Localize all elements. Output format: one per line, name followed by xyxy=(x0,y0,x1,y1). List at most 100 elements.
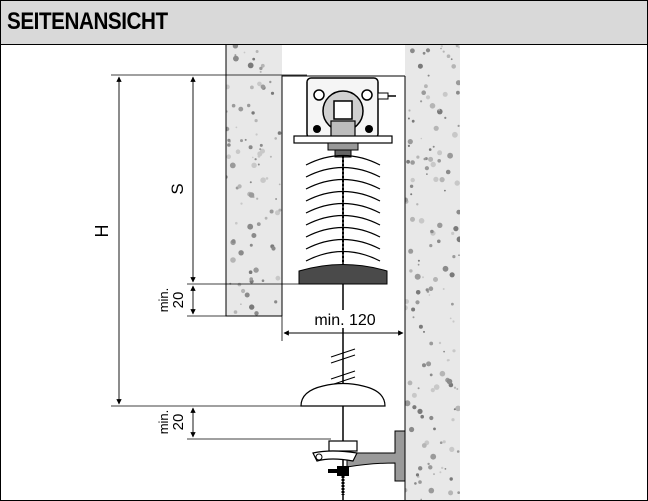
concrete-speckle xyxy=(425,95,431,100)
concrete-speckle xyxy=(417,387,420,390)
concrete-speckle xyxy=(414,273,421,280)
concrete-speckle xyxy=(449,317,452,320)
concrete-speckle xyxy=(432,145,435,148)
concrete-speckle xyxy=(420,414,425,419)
concrete-speckle xyxy=(433,277,438,282)
concrete-speckle xyxy=(424,166,429,171)
concrete-speckle xyxy=(427,74,430,77)
concrete-speckle xyxy=(422,363,426,368)
concrete-speckle xyxy=(249,181,252,184)
concrete-speckle xyxy=(410,193,413,196)
concrete-speckle xyxy=(414,482,417,485)
concrete-speckle xyxy=(257,81,262,87)
concrete-speckle xyxy=(426,361,432,367)
concrete-speckle xyxy=(457,124,460,127)
concrete-speckle xyxy=(251,162,257,168)
concrete-speckle xyxy=(418,480,422,484)
concrete-speckle xyxy=(433,176,439,182)
concrete-speckle xyxy=(409,426,415,433)
concrete-speckle xyxy=(252,156,254,159)
concrete-speckle xyxy=(457,46,460,49)
concrete-speckle xyxy=(407,144,410,147)
concrete-speckle xyxy=(451,64,457,69)
bottom-bar-extended xyxy=(300,382,386,407)
concrete-speckle xyxy=(428,286,434,292)
concrete-speckle xyxy=(425,48,431,53)
concrete-speckle xyxy=(439,370,446,377)
label-min-upper-value: 20 xyxy=(170,292,187,309)
concrete-speckle xyxy=(417,263,420,266)
concrete-speckle xyxy=(425,288,429,292)
concrete-speckle xyxy=(420,498,423,500)
concrete-speckle xyxy=(427,462,430,466)
concrete-speckle xyxy=(451,231,455,235)
concrete-speckle xyxy=(415,473,420,477)
concrete-speckle xyxy=(440,47,442,50)
concrete-speckle xyxy=(426,173,428,175)
concrete-speckle xyxy=(269,209,274,214)
concrete-speckle xyxy=(440,45,443,48)
concrete-speckle xyxy=(428,148,432,151)
concrete-speckle xyxy=(234,54,237,57)
concrete-speckle xyxy=(416,155,420,159)
concrete-speckle xyxy=(278,208,282,212)
concrete-speckle xyxy=(275,210,280,216)
concrete-speckle xyxy=(423,330,425,333)
concrete-speckle xyxy=(274,300,278,304)
concrete-speckle xyxy=(260,63,265,68)
concrete-speckle xyxy=(277,131,282,135)
concrete-speckle xyxy=(237,282,242,287)
concrete-speckle xyxy=(439,441,443,445)
concrete-speckle xyxy=(437,239,441,244)
concrete-wall-left xyxy=(225,45,282,317)
concrete-speckle xyxy=(264,216,268,220)
concrete-speckle xyxy=(420,137,423,140)
header-bar: SEITENANSICHT xyxy=(1,1,647,45)
concrete-speckle xyxy=(261,279,265,283)
concrete-speckle xyxy=(256,222,261,227)
concrete-speckle xyxy=(240,202,243,205)
concrete-wall-right xyxy=(404,45,460,500)
concrete-speckle xyxy=(421,443,427,448)
concrete-speckle xyxy=(275,198,278,200)
concrete-speckle xyxy=(260,148,265,154)
concrete-speckle xyxy=(408,248,414,254)
concrete-speckle xyxy=(451,418,455,422)
concrete-speckle xyxy=(232,45,239,49)
concrete-speckle xyxy=(455,405,460,412)
concrete-speckle xyxy=(229,162,236,169)
concrete-speckle xyxy=(270,91,275,95)
concrete-speckle xyxy=(249,243,253,247)
concrete-speckle xyxy=(429,244,433,248)
concrete-speckle xyxy=(408,109,411,112)
concrete-speckle xyxy=(438,109,440,111)
concrete-speckle xyxy=(430,229,434,234)
wall-bracket xyxy=(312,430,406,495)
concrete-speckle xyxy=(415,300,420,305)
concrete-speckle xyxy=(233,310,238,314)
concrete-speckle xyxy=(450,58,453,61)
concrete-speckle xyxy=(452,131,458,138)
concrete-speckle xyxy=(406,159,410,164)
concrete-speckle xyxy=(269,80,272,84)
concrete-speckle xyxy=(433,427,436,431)
concrete-speckle xyxy=(441,466,444,470)
concrete-speckle xyxy=(442,91,448,97)
concrete-speckle xyxy=(227,143,231,147)
concrete-speckle xyxy=(429,415,434,421)
concrete-speckle xyxy=(444,189,446,192)
concrete-speckle xyxy=(444,116,447,119)
concrete-speckle xyxy=(449,477,453,481)
concrete-speckle xyxy=(252,57,256,61)
concrete-speckle xyxy=(411,119,415,123)
concrete-speckle xyxy=(428,465,433,470)
concrete-speckle xyxy=(235,221,238,225)
concrete-speckle xyxy=(453,226,459,232)
motor-unit xyxy=(293,77,396,158)
concrete-speckle xyxy=(256,197,259,200)
concrete-speckle xyxy=(430,161,436,168)
concrete-speckle xyxy=(412,405,417,410)
concrete-speckle xyxy=(250,85,254,90)
label-min-lower-prefix: min. xyxy=(156,410,171,435)
concrete-speckle xyxy=(260,84,266,90)
